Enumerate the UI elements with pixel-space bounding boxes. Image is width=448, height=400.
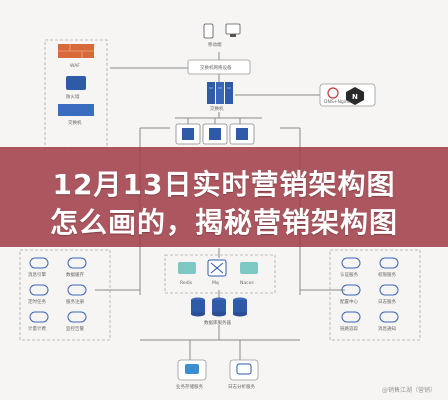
server-row	[175, 123, 255, 145]
database-cluster-icon	[191, 297, 247, 317]
nacos-icon	[240, 262, 258, 274]
watermark: @销售江湖（营销）	[381, 387, 436, 394]
right-grid-item-2: 权限服务	[378, 271, 396, 278]
right-grid-item-4: 日志服务	[378, 298, 396, 305]
nacos-label: Nacos	[240, 280, 254, 286]
storage-icon	[185, 364, 199, 374]
switch-cluster-icon	[207, 82, 233, 104]
mq-label: Mq	[212, 280, 219, 286]
top-device-label: 移动端	[208, 41, 222, 48]
dns-label: DNS+Nginx	[324, 99, 351, 105]
right-service-grid: 认证服务 权限服务 配置中心 日志服务 链路追踪 消息通知	[340, 257, 399, 332]
firewall-label: 防火墙	[66, 93, 80, 100]
switch-icon	[58, 104, 94, 116]
cluster-label: 交换机	[210, 105, 224, 112]
left-service-grid: 消息引擎 数据缓存 定时任务 服务注册 计量计费 监控告警	[28, 257, 87, 332]
left-grid-item-3: 定时任务	[28, 298, 46, 305]
right-grid-item-1: 认证服务	[340, 271, 358, 278]
banner-title-line-1: 12月13日实时营销架构图	[52, 168, 396, 201]
switch-label: 交换机	[68, 119, 82, 126]
waf-label: WAF	[70, 63, 80, 69]
gateway-label: 交换机网络设备	[200, 64, 232, 71]
right-grid-item-3: 配置中心	[340, 298, 358, 305]
middleware-row: Redis Mq Nacos	[178, 259, 258, 286]
dashed-frames	[19, 39, 421, 341]
mobile-device-icon	[203, 23, 241, 39]
gateway-box	[187, 59, 251, 75]
redis-label: Redis	[180, 280, 193, 286]
bottom-label-1: 业务存储服务	[176, 383, 203, 390]
left-grid-item-5: 计量计费	[28, 325, 46, 332]
nginx-letter: N	[352, 93, 358, 101]
left-grid-item-1: 消息引擎	[28, 271, 46, 278]
dns-icon	[327, 87, 339, 99]
title-banner	[0, 147, 448, 247]
log-icon	[236, 363, 252, 375]
left-grid-item-2: 数据缓存	[66, 271, 84, 278]
db-label: 数据库服务器	[204, 319, 231, 326]
right-grid-item-5: 链路追踪	[340, 325, 358, 332]
banner-title-line-2: 怎么画的，揭秘营销架构图	[49, 206, 398, 239]
left-grid-item-6: 监控告警	[66, 325, 84, 332]
left-security-panel: WAF 防火墙 交换机	[58, 44, 94, 126]
right-grid-item-6: 消息通知	[378, 325, 396, 332]
redis-icon	[178, 262, 196, 274]
left-grid-item-4: 服务注册	[66, 298, 84, 305]
nginx-icon	[346, 87, 364, 105]
bottom-label-2: 日志分析服务	[228, 383, 255, 390]
router-icon	[66, 76, 86, 90]
